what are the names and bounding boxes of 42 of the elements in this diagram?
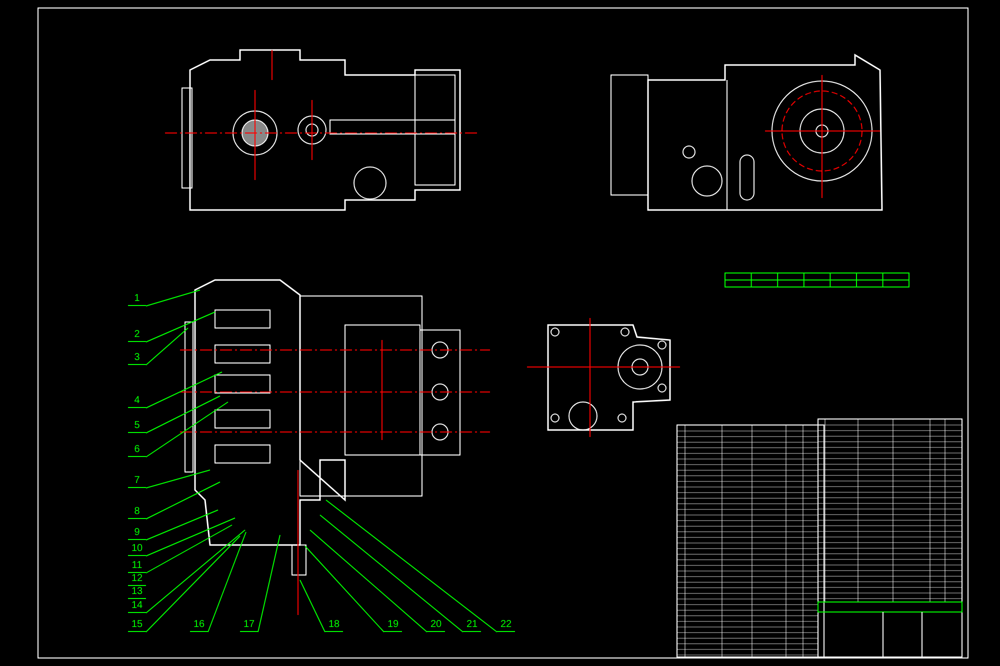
- callout-number: 13: [128, 586, 146, 599]
- callout-number: 7: [128, 475, 146, 488]
- leader-line: [146, 290, 200, 306]
- callout-number: 6: [128, 444, 146, 457]
- leader-line: [146, 396, 220, 434]
- leader-line: [146, 312, 216, 342]
- leader-line: [320, 514, 464, 632]
- callout-number: 5: [128, 420, 146, 433]
- callout-number: 16: [190, 619, 208, 632]
- leader-line: [146, 402, 228, 458]
- callout-number: 2: [128, 329, 146, 342]
- leader-line: [310, 530, 428, 632]
- callout-number: 17: [240, 619, 258, 632]
- callout-number: 12: [128, 573, 146, 586]
- leader-line: [146, 518, 236, 556]
- callout-number: 8: [128, 506, 146, 519]
- callout-number: 11: [128, 560, 146, 573]
- leader-line: [146, 470, 210, 488]
- callout-number: 4: [128, 395, 146, 408]
- leader-line: [326, 500, 498, 632]
- leader-line: [258, 534, 280, 632]
- leader-line: [300, 580, 326, 632]
- callout-number: 9: [128, 527, 146, 540]
- callout-number: 22: [497, 619, 515, 632]
- callout-number: 3: [128, 352, 146, 365]
- leader-line: [304, 546, 384, 632]
- leader-line: [146, 530, 246, 614]
- callout-number: 15: [128, 619, 146, 632]
- leader-line: [146, 536, 240, 632]
- callout-number: 19: [384, 619, 402, 632]
- callout-number: 1: [128, 293, 146, 306]
- leader-line: [146, 482, 220, 520]
- callout-number: 10: [128, 543, 146, 556]
- leader-line: [208, 532, 246, 632]
- callout-number: 14: [128, 600, 146, 613]
- callout-number: 21: [463, 619, 481, 632]
- callout-number: 20: [427, 619, 445, 632]
- leader-line: [146, 328, 188, 366]
- leader-line: [146, 510, 218, 540]
- callout-number: 18: [325, 619, 343, 632]
- leader-line: [146, 524, 232, 574]
- leader-line: [146, 372, 222, 408]
